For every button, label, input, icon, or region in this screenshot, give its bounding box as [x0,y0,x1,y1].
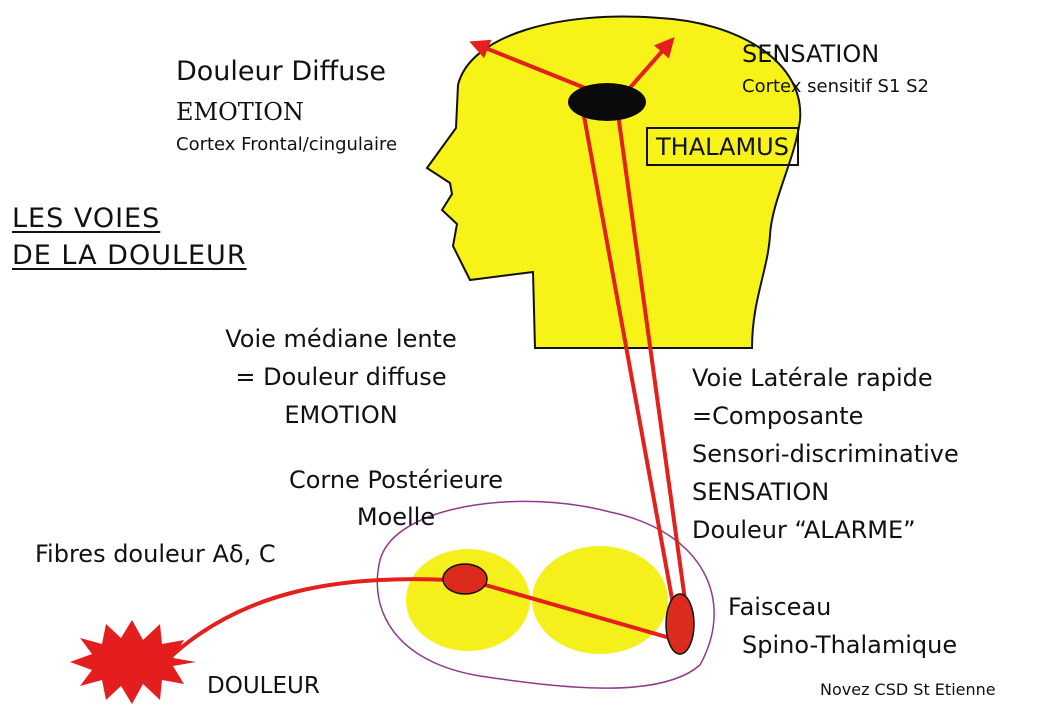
diagram-title-line2: DE LA DOULEUR [12,240,247,272]
spinothalamic-node [666,594,694,654]
label-emotion-top: EMOTION [176,98,304,127]
label-thalamus: THALAMUS [646,127,799,166]
label-voie-laterale-4: SENSATION [692,478,829,507]
label-douleur-diffuse: Douleur Diffuse [176,56,386,88]
label-sensation-top: SENSATION [742,40,879,69]
pain-burst-icon [70,620,196,704]
label-voie-mediane-2: = Douleur diffuse [196,363,486,392]
label-corne-2: Moelle [246,503,546,532]
label-douleur: DOULEUR [207,673,320,701]
label-voie-laterale-3: Sensori-discriminative [692,440,959,469]
label-cortex-frontal: Cortex Frontal/cingulaire [176,134,397,156]
label-fibres: Fibres douleur Aδ, C [35,540,276,569]
label-corne-1: Corne Postérieure [246,466,546,495]
gray-matter-right [532,546,668,654]
label-faisceau-2: Spino-Thalamique [742,631,957,660]
label-voie-laterale-2: =Composante [692,402,863,431]
label-voie-laterale-1: Voie Latérale rapide [692,364,933,393]
label-voie-laterale-5: Douleur “ALARME” [692,516,916,545]
credit-text: Novez CSD St Etienne [820,680,996,699]
label-cortex-sensitif: Cortex sensitif S1 S2 [742,76,929,98]
diagram-title-line1: LES VOIES [12,203,160,235]
label-faisceau-1: Faisceau [728,593,831,622]
dorsal-horn-node [443,564,487,594]
label-voie-mediane-3: EMOTION [196,401,486,430]
thalamus-node [568,83,646,121]
label-voie-mediane-1: Voie médiane lente [196,325,486,354]
